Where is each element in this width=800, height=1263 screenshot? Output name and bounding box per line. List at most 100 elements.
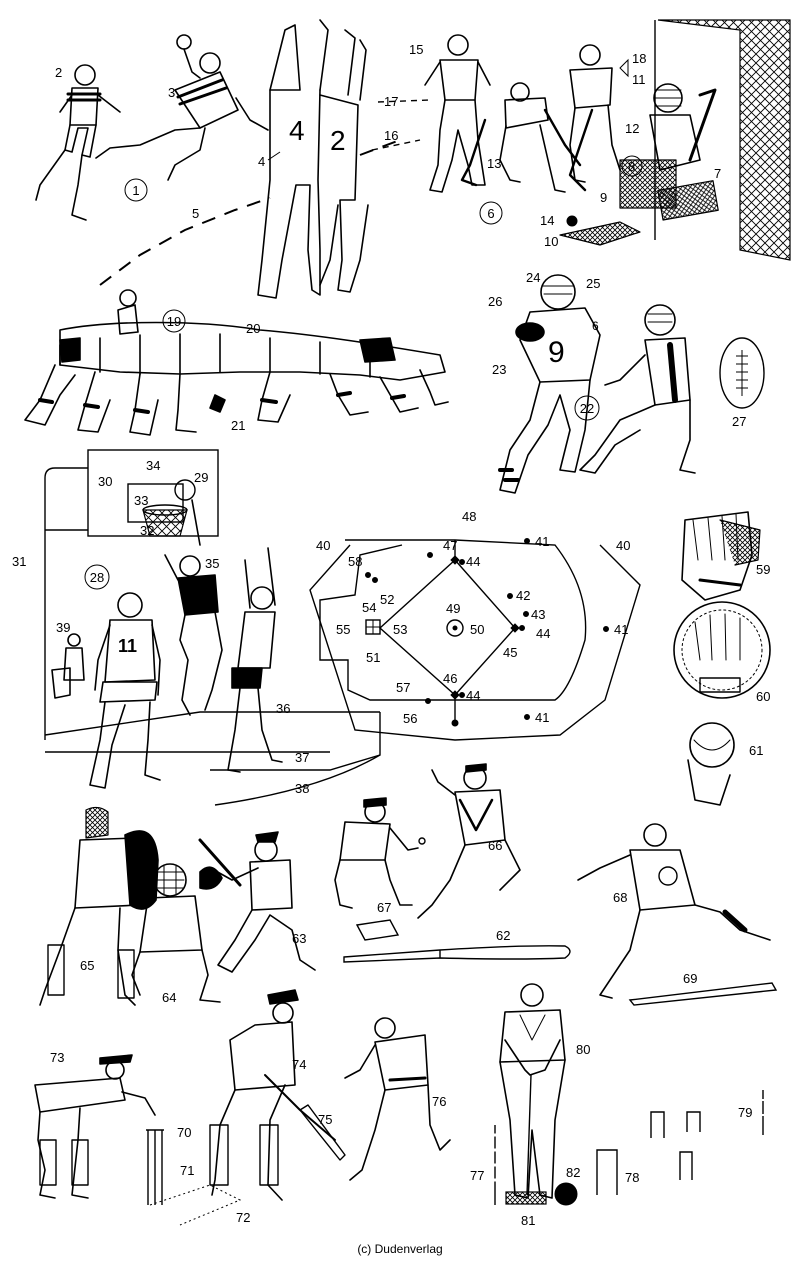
fielder-dot (459, 559, 465, 565)
pitchers-rubber (628, 982, 778, 1006)
label-82: 82 (566, 1165, 580, 1180)
court-lines (44, 711, 381, 771)
football-shoulder-number: 6 (592, 319, 599, 333)
label-70: 70 (177, 1125, 191, 1140)
copyright-notice: (c) Dudenverlag (357, 1242, 443, 1256)
bases (450, 555, 520, 700)
base-runner (417, 763, 521, 919)
football-ball (719, 337, 765, 409)
label-52: 52 (380, 592, 394, 607)
label-4: 4 (258, 154, 265, 169)
label-3: 3 (168, 85, 175, 100)
label-21: 21 (231, 418, 245, 433)
croquet-panel: 77 78 79 80 81 82 (470, 983, 766, 1228)
label-9: 9 (600, 190, 607, 205)
fielder-dot (507, 593, 513, 599)
baseball-field-panel: 40 40 41 41 41 41 42 43 44 44 44 44 45 4… (309, 509, 641, 741)
label-79: 79 (738, 1105, 752, 1120)
free-throw-arc (214, 754, 381, 806)
label-33: 33 (134, 493, 148, 508)
fielder-dot (524, 538, 530, 544)
fielder-dot (519, 625, 525, 631)
label-30: 30 (98, 474, 112, 489)
label-34: 34 (146, 458, 160, 473)
label-40-left: 40 (316, 538, 330, 553)
croquet-ball (554, 1182, 578, 1206)
croquet-hoop-large (596, 1149, 618, 1195)
basketball-player-defending (227, 547, 283, 773)
fielder-dot (459, 692, 465, 698)
label-75: 75 (318, 1112, 332, 1127)
label-48: 48 (462, 509, 476, 524)
handball-ball (176, 34, 192, 50)
label-58: 58 (348, 554, 362, 569)
label-7: 7 (714, 166, 721, 181)
baseball-equipment-panel: 59 60 61 62 63 64 (39, 511, 778, 1006)
label-12: 12 (625, 121, 639, 136)
croquet-stake (492, 1125, 498, 1205)
hockey-field-lines (371, 99, 431, 151)
american-football-panel: 9 6 22 23 24 25 26 27 (488, 270, 765, 494)
infield-outline (319, 539, 587, 701)
hockey-ball (566, 215, 578, 227)
label-49: 49 (446, 601, 460, 616)
label-53: 53 (393, 622, 407, 637)
label-23: 23 (492, 362, 506, 377)
fielder-dot (425, 698, 431, 704)
fielder-dot (372, 577, 378, 583)
panel-number-circle (84, 564, 110, 590)
baseball-bat (343, 945, 571, 963)
label-41-top: 41 (535, 534, 549, 549)
label-78: 78 (625, 1170, 639, 1185)
outfield-boundary (309, 544, 641, 741)
catcher (131, 863, 223, 1003)
label-20: 20 (246, 321, 260, 336)
label-76: 76 (432, 1094, 446, 1109)
label-5: 5 (192, 206, 199, 221)
label-51: 51 (366, 650, 380, 665)
label-2: 2 (55, 65, 62, 80)
label-17: 17 (384, 94, 398, 109)
pitcher (577, 823, 771, 999)
label-26: 26 (488, 294, 502, 309)
rugby-panel-number: 19 (167, 314, 181, 329)
football-ball-carried (515, 322, 545, 342)
label-32: 32 (140, 523, 154, 538)
label-41-right: 41 (614, 622, 628, 637)
fielder-dot (603, 626, 609, 632)
label-37: 37 (295, 750, 309, 765)
leader-4 (267, 151, 281, 161)
goal-area-line (99, 139, 401, 286)
croquet-hoop-small-1 (650, 1111, 665, 1138)
label-55: 55 (336, 622, 350, 637)
label-45: 45 (503, 645, 517, 660)
cricket-bowler (344, 1017, 451, 1181)
croquet-winning-peg (760, 1090, 766, 1135)
cricket-batsman (209, 989, 346, 1201)
croquet-mallet-head (505, 1191, 547, 1205)
label-77: 77 (470, 1168, 484, 1183)
football-panel-number: 22 (580, 401, 594, 416)
baseball-ball-in-hand (687, 722, 735, 806)
panel-number-circle (162, 309, 186, 333)
bench-players (51, 633, 85, 699)
label-11: 11 (632, 72, 646, 87)
panel-number-circle (124, 178, 148, 202)
basketball-panel: 11 28 29 30 31 32 33 34 35 36 37 38 39 (12, 449, 381, 806)
rugby-scrum (24, 289, 449, 436)
label-16: 16 (384, 128, 398, 143)
hockey-panel: 6 7 8 9 10 11 12 13 14 15 16 17 18 (371, 19, 791, 261)
hockey-goalkeeper (559, 83, 719, 246)
label-13: 13 (487, 156, 501, 171)
basketball-player-11 (89, 592, 161, 789)
label-44-home: 44 (466, 688, 480, 703)
label-39: 39 (56, 620, 70, 635)
croquet-hoop-small-2 (686, 1111, 701, 1132)
label-65: 65 (80, 958, 94, 973)
pitchers-mound (446, 619, 464, 637)
hockey-panel-number: 6 (487, 206, 494, 221)
football-jersey-number: 9 (548, 336, 565, 369)
label-71: 71 (180, 1163, 194, 1178)
label-57: 57 (396, 680, 410, 695)
hockey-player-standing (424, 34, 491, 193)
